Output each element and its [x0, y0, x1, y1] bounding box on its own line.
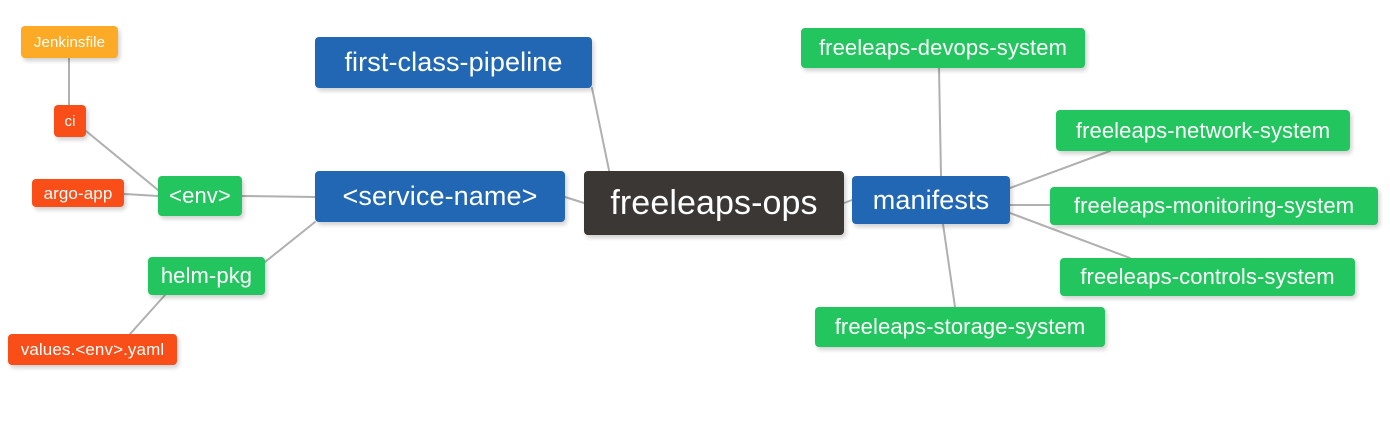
- node-ci[interactable]: ci: [54, 105, 86, 137]
- node-argo-app[interactable]: argo-app: [32, 179, 124, 207]
- node-values-env-yaml[interactable]: values.<env>.yaml: [8, 334, 177, 365]
- edge-freeleaps-ops-to-service-name: [564, 196, 585, 204]
- edge-manifests-to-freeleaps-storage-system: [942, 223, 956, 308]
- node-freeleaps-ops[interactable]: freeleaps-ops: [584, 171, 844, 235]
- node-label-freeleaps-monitoring-system: freeleaps-monitoring-system: [1073, 193, 1355, 218]
- node-freeleaps-network-system[interactable]: freeleaps-network-system: [1056, 110, 1350, 151]
- node-label-ci: ci: [64, 112, 76, 130]
- edge-freeleaps-ops-to-manifests: [843, 199, 853, 204]
- node-label-freeleaps-devops-system: freeleaps-devops-system: [818, 35, 1068, 60]
- node-freeleaps-devops-system[interactable]: freeleaps-devops-system: [801, 28, 1085, 68]
- edge-service-name-to-helm-pkg: [264, 221, 316, 263]
- edge-service-name-to-first-class-pipeline: [591, 87, 611, 176]
- node-label-env: <env>: [169, 183, 231, 208]
- node-label-freeleaps-controls-system: freeleaps-controls-system: [1080, 264, 1335, 289]
- node-freeleaps-controls-system[interactable]: freeleaps-controls-system: [1060, 258, 1355, 296]
- edge-manifests-to-freeleaps-devops-system: [938, 67, 942, 177]
- node-label-manifests: manifests: [872, 184, 990, 215]
- edge-helm-pkg-to-values-env-yaml: [129, 294, 166, 335]
- node-first-class-pipeline[interactable]: first-class-pipeline: [315, 37, 592, 88]
- node-label-values-env-yaml: values.<env>.yaml: [20, 340, 165, 359]
- node-freeleaps-storage-system[interactable]: freeleaps-storage-system: [815, 307, 1105, 347]
- edge-env-to-argo-app: [123, 193, 159, 197]
- node-label-freeleaps-network-system: freeleaps-network-system: [1075, 117, 1331, 143]
- node-freeleaps-monitoring-system[interactable]: freeleaps-monitoring-system: [1050, 187, 1378, 225]
- node-jenkinsfile[interactable]: Jenkinsfile: [21, 26, 118, 58]
- node-label-service-name: <service-name>: [342, 181, 538, 211]
- node-helm-pkg[interactable]: helm-pkg: [148, 257, 265, 295]
- node-label-helm-pkg: helm-pkg: [160, 263, 253, 288]
- node-env[interactable]: <env>: [158, 176, 242, 216]
- edge-manifests-to-freeleaps-network-system: [1009, 150, 1111, 189]
- node-label-argo-app: argo-app: [43, 183, 113, 203]
- node-service-name[interactable]: <service-name>: [315, 171, 565, 222]
- edge-service-name-to-env: [241, 195, 316, 198]
- node-manifests[interactable]: manifests: [852, 176, 1010, 224]
- node-label-first-class-pipeline: first-class-pipeline: [344, 47, 563, 77]
- node-label-freeleaps-ops: freeleaps-ops: [610, 184, 818, 222]
- node-label-jenkinsfile: Jenkinsfile: [33, 33, 106, 51]
- node-label-freeleaps-storage-system: freeleaps-storage-system: [834, 314, 1086, 339]
